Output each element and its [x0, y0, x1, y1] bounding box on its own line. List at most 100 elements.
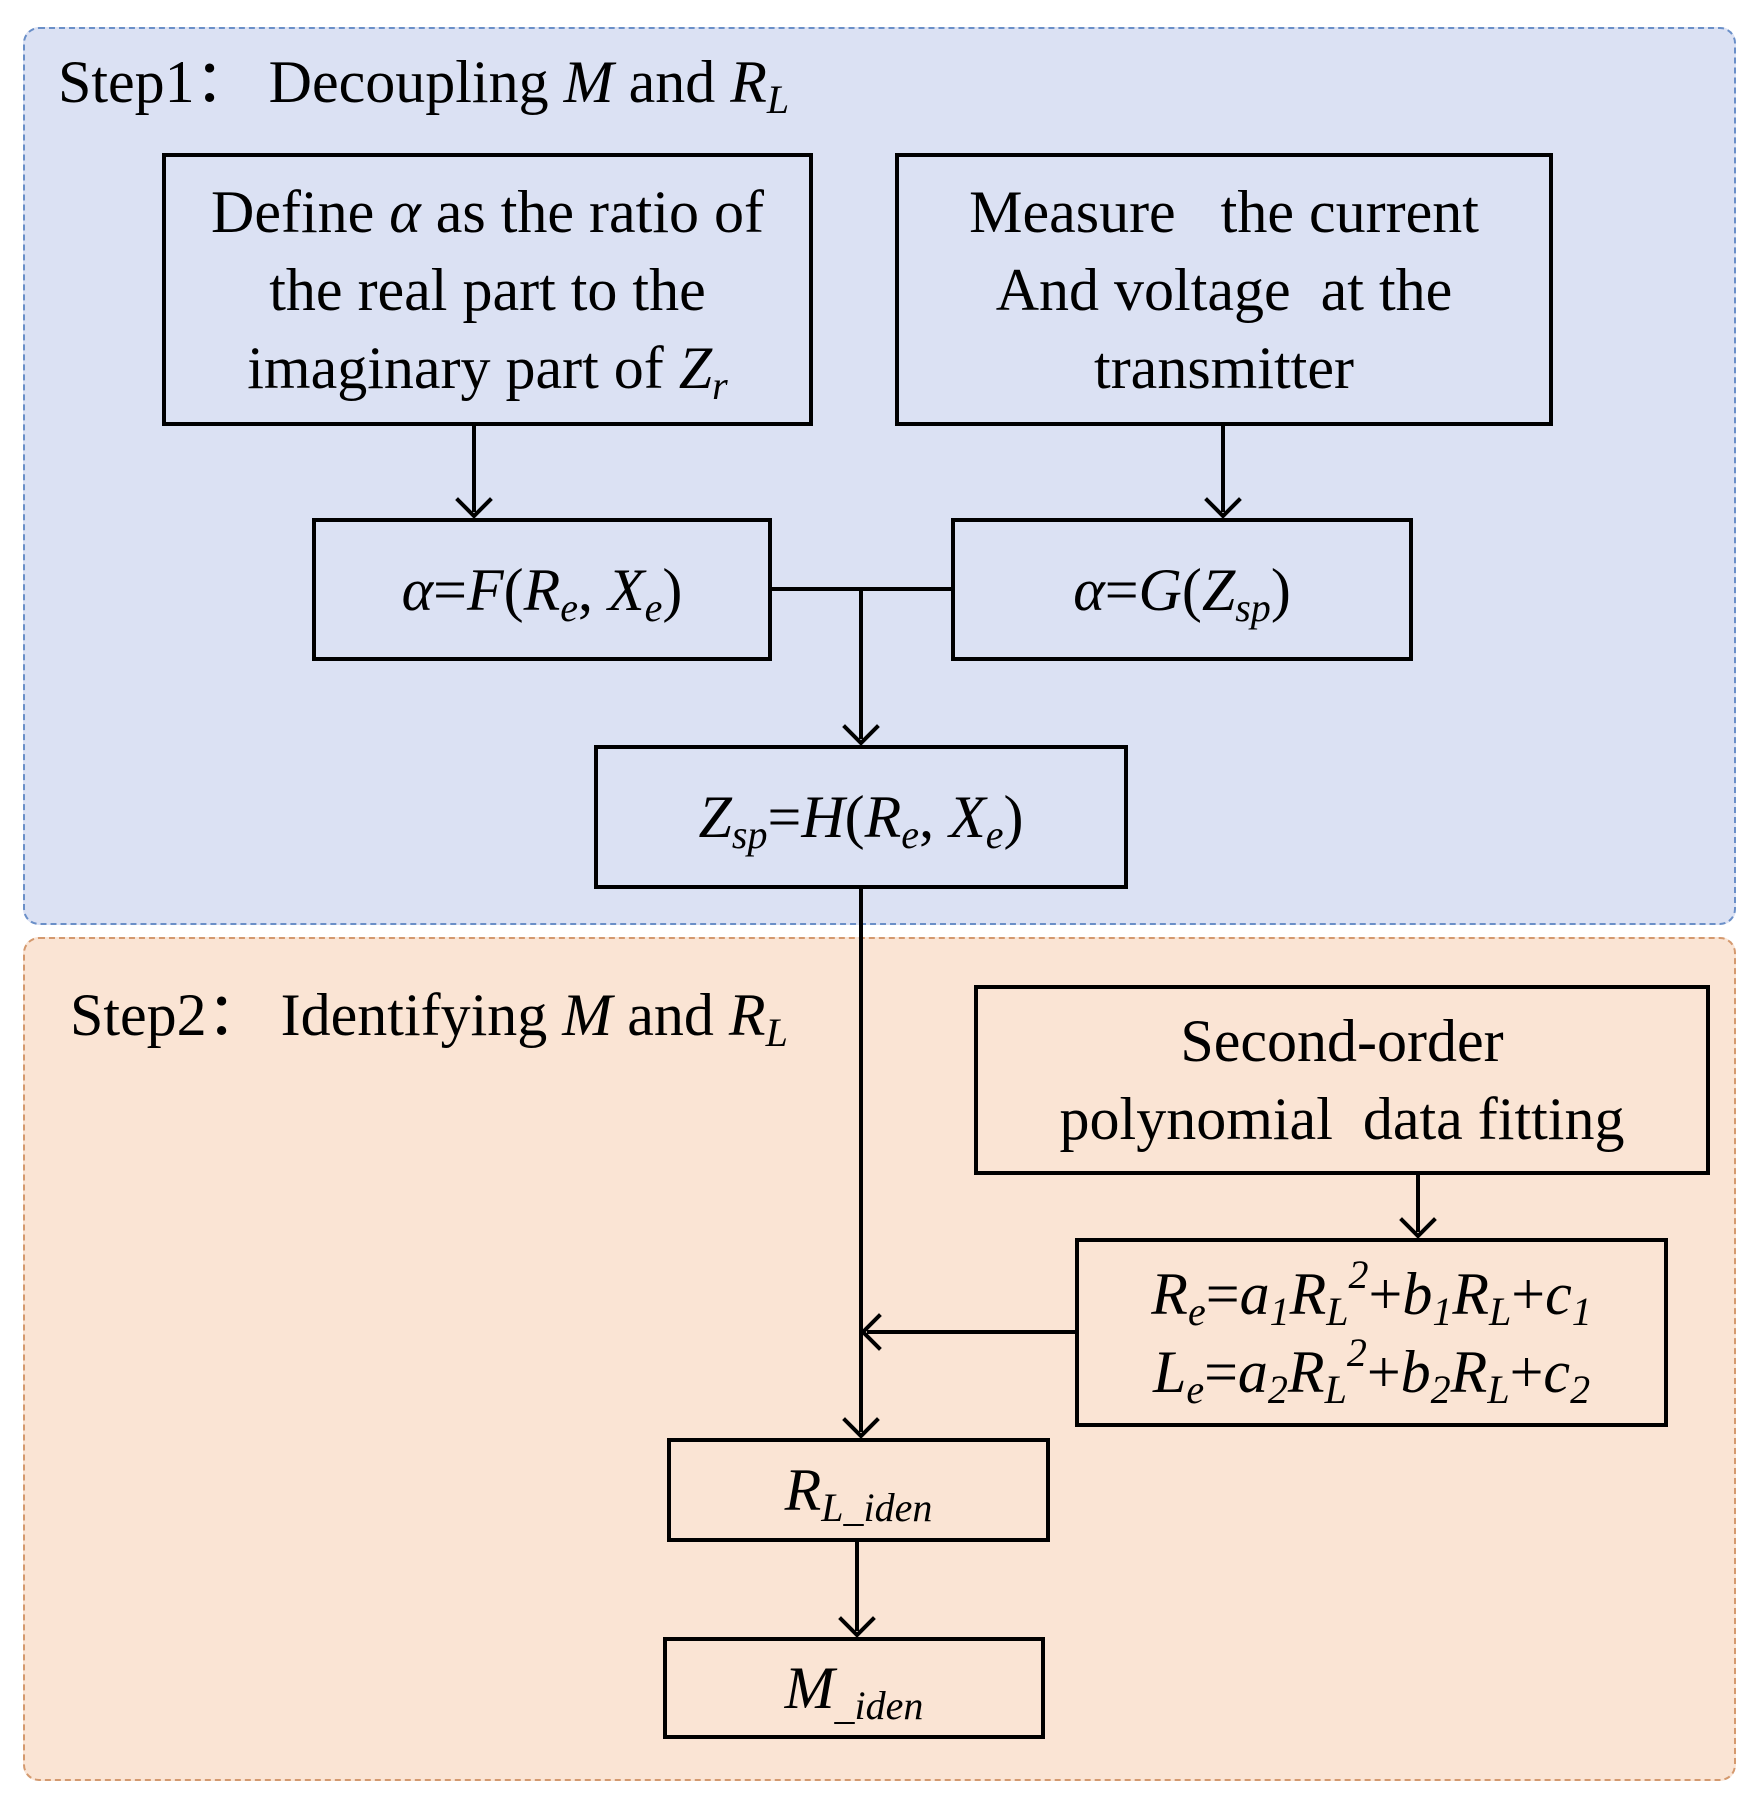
eq1-r2: R [1452, 1260, 1489, 1327]
step2-title-r: R [728, 982, 766, 1048]
step2-title-r-sub: L [765, 1010, 788, 1056]
alpha-g-eq: = [1104, 556, 1139, 623]
step1-panel [23, 27, 1736, 925]
measure-text: Measure the current And voltage at the t… [969, 173, 1479, 407]
define-alpha-line1-a: Define [211, 178, 390, 245]
alpha-f-comma: , [578, 556, 608, 623]
m-iden-m: M [784, 1655, 835, 1721]
measure-line3: transmitter [1094, 334, 1354, 401]
step2-title-text: Identifying [280, 982, 563, 1048]
eq2-c-sub: 2 [1570, 1366, 1591, 1412]
eq2-r2-sub: L [1487, 1366, 1510, 1412]
alpha-g-z-sub: sp [1235, 584, 1271, 630]
define-alpha-line1-b: as the ratio of [420, 178, 764, 245]
eq1-plus1: + [1368, 1260, 1403, 1327]
step1-title-r-sub: L [766, 77, 790, 123]
alpha-f-x: X [608, 556, 645, 623]
eq2-b-sub: 2 [1430, 1366, 1451, 1412]
zsp-x: X [949, 784, 986, 850]
alpha-f-formula: α=F(Re, Xe) [401, 554, 683, 628]
rl-iden-box: RL_iden [667, 1438, 1050, 1542]
zsp-eq: = [767, 784, 802, 850]
eq1-a: a [1239, 1260, 1270, 1327]
alpha-f-alpha: α [401, 556, 434, 623]
eq2-lhs: L [1152, 1338, 1187, 1405]
m-iden-m-sub: _iden [834, 1683, 924, 1729]
m-iden-formula: M_iden [784, 1652, 924, 1726]
eq2-r1: R [1287, 1338, 1325, 1405]
zsp-x-sub: e [985, 812, 1004, 858]
alpha-g-open: ( [1181, 556, 1202, 623]
alpha-f-close: ) [662, 556, 683, 623]
alpha-g-fn: G [1138, 556, 1182, 623]
zsp-z-sub: sp [731, 812, 768, 858]
alpha-g-formula: α=G(Zsp) [1073, 554, 1291, 628]
zsp-open: ( [844, 784, 865, 850]
m-iden-box: M_iden [663, 1637, 1045, 1739]
rl-iden-r: R [784, 1457, 822, 1523]
eq2-a: a [1237, 1338, 1268, 1405]
step2-title-and: and [612, 982, 729, 1048]
zsp-box: Zsp=H(Re, Xe) [594, 745, 1128, 889]
zsp-r: R [864, 784, 902, 850]
eq2-r2: R [1450, 1338, 1488, 1405]
define-alpha-symbol: α [389, 178, 421, 245]
eq1-a-sub: 1 [1269, 1288, 1290, 1334]
define-alpha-line3-a: imaginary part of [247, 334, 679, 401]
fitting-box: Second-order polynomial data fitting [974, 985, 1710, 1175]
fitting-text: Second-order polynomial data fitting [1060, 1002, 1625, 1158]
equation-re: Re=a1RL2+b1RL+c1 [1151, 1254, 1592, 1334]
alpha-f-eq: = [433, 556, 467, 623]
step1-title-and: and [613, 49, 731, 115]
eq2-a-sub: 2 [1267, 1366, 1288, 1412]
eq2-plus1: + [1366, 1338, 1401, 1405]
eq2-c: c [1543, 1338, 1571, 1405]
zsp-comma: , [919, 784, 950, 850]
step2-title: Step2：Identifying M and RL [70, 982, 788, 1053]
alpha-f-open: ( [503, 556, 524, 623]
eq2-r1-sup: 2 [1346, 1329, 1367, 1375]
measure-line1: Measure the current [969, 178, 1479, 245]
alpha-g-box: α=G(Zsp) [951, 518, 1413, 661]
equations-box: Re=a1RL2+b1RL+c1 Le=a2RL2+b2RL+c2 [1075, 1238, 1668, 1427]
eq1-b-sub: 1 [1432, 1288, 1453, 1334]
alpha-g-alpha: α [1073, 556, 1105, 623]
step2-title-m: M [562, 982, 613, 1048]
define-alpha-z-sub: r [712, 362, 728, 408]
step1-title-text: Decoupling [268, 49, 564, 115]
eq1-eq: = [1205, 1260, 1240, 1327]
eq1-lhs: R [1151, 1260, 1188, 1327]
fitting-line1: Second-order [1180, 1008, 1504, 1074]
eq1-r1-sub: L [1326, 1288, 1349, 1334]
define-alpha-box: Define α as the ratio of the real part t… [162, 153, 813, 426]
define-alpha-text: Define α as the ratio of the real part t… [211, 173, 764, 407]
eq1-c: c [1545, 1260, 1572, 1327]
eq2-lhs-sub: e [1186, 1366, 1205, 1412]
step1-title: Step1：Decoupling M and RL [58, 49, 789, 120]
eq1-plus2: + [1511, 1260, 1546, 1327]
eq1-r2-sub: L [1488, 1288, 1512, 1334]
equations-formula: Re=a1RL2+b1RL+c1 Le=a2RL2+b2RL+c2 [1151, 1254, 1592, 1412]
alpha-f-fn: F [466, 556, 504, 623]
define-alpha-z: Z [678, 334, 713, 401]
zsp-close: ) [1003, 784, 1024, 850]
equation-le: Le=a2RL2+b2RL+c2 [1151, 1329, 1591, 1412]
alpha-f-box: α=F(Re, Xe) [312, 518, 772, 661]
define-alpha-line2: the real part to the [269, 256, 706, 323]
rl-iden-formula: RL_iden [784, 1454, 933, 1528]
define-alpha-line3: imaginary part of Zr [211, 329, 764, 407]
eq1-lhs-sub: e [1187, 1288, 1206, 1334]
zsp-formula: Zsp=H(Re, Xe) [698, 781, 1024, 855]
alpha-g-close: ) [1270, 556, 1291, 623]
fitting-line2: polynomial data fitting [1059, 1086, 1625, 1152]
eq1-b: b [1402, 1260, 1433, 1327]
measure-box: Measure the current And voltage at the t… [895, 153, 1553, 426]
step2-title-prefix: Step2： [70, 982, 267, 1048]
eq2-plus2: + [1509, 1338, 1544, 1405]
zsp-z: Z [698, 784, 732, 850]
alpha-g-z: Z [1201, 556, 1236, 623]
eq2-b: b [1400, 1338, 1431, 1405]
eq2-r1-sub: L [1324, 1366, 1347, 1412]
step1-title-m: M [563, 49, 614, 115]
eq1-c-sub: 1 [1571, 1288, 1592, 1334]
